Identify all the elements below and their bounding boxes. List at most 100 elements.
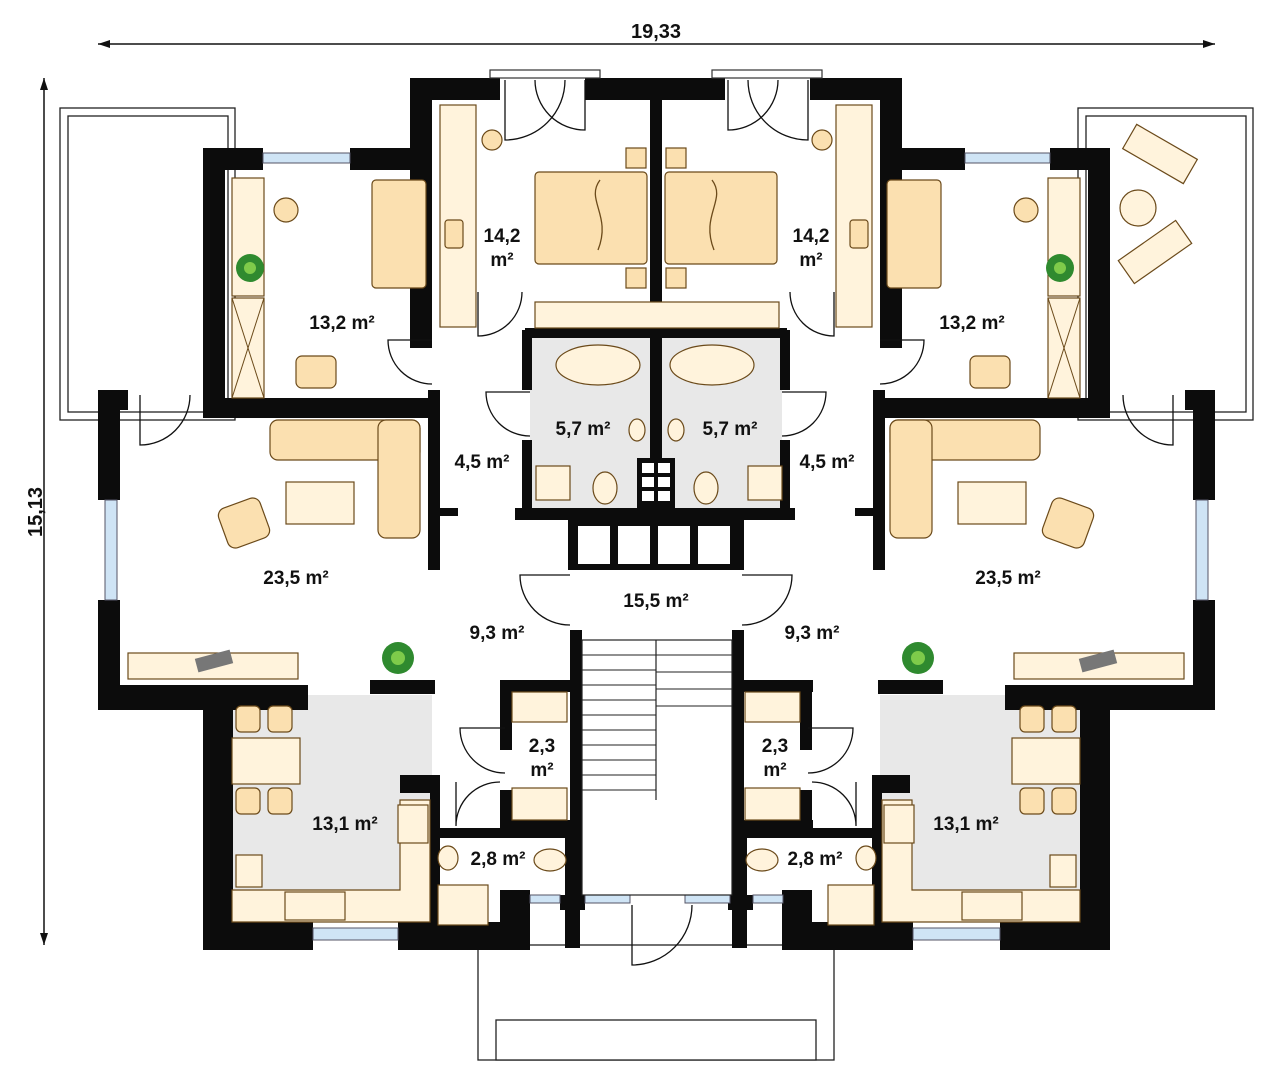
height-label: 15,13 xyxy=(25,487,47,537)
armchair-bedroom-right xyxy=(969,355,1011,389)
label-wc-left: 2,8 m² xyxy=(471,849,526,870)
armchair-living-left xyxy=(217,497,271,549)
sunbed-bottom xyxy=(1117,219,1193,285)
washer-right xyxy=(747,465,783,501)
stool-bedroom-left xyxy=(273,197,299,223)
chair-left-3 xyxy=(235,787,261,815)
walls xyxy=(98,78,1215,950)
label-kitchen-left: 13,1 m² xyxy=(312,814,377,835)
bed-right xyxy=(886,179,942,289)
label-master-left-unit: m² xyxy=(490,250,513,271)
sink-kitchen-right xyxy=(961,891,1023,921)
dimension-height: 15,13 xyxy=(25,78,48,945)
shower-wc-right xyxy=(827,884,875,926)
counter-right xyxy=(881,799,1081,923)
sink-bath-left xyxy=(628,418,646,442)
dresser-master xyxy=(534,301,780,329)
counter-left xyxy=(231,799,431,923)
width-label: 19,33 xyxy=(631,21,681,43)
bathtub-right xyxy=(669,344,755,386)
label-bedroom-left: 13,2 m² xyxy=(309,313,374,334)
label-bedroom-right: 13,2 m² xyxy=(939,313,1004,334)
label-bath-left: 5,7 m² xyxy=(556,419,611,440)
toilet-wc-left xyxy=(533,848,567,872)
label-bath-right: 5,7 m² xyxy=(703,419,758,440)
stool-master-left xyxy=(481,129,503,151)
chair-left-2 xyxy=(267,705,293,733)
label-stair-hall: 15,5 m² xyxy=(623,591,688,612)
bed-left xyxy=(371,179,427,289)
doors xyxy=(139,79,1174,966)
dining-table-right xyxy=(1011,737,1081,785)
stove-right xyxy=(883,804,915,844)
sofa-left xyxy=(269,419,421,539)
sofa-right xyxy=(889,419,1041,539)
label-living-left: 23,5 m² xyxy=(263,568,328,589)
storage-shelf-right-bottom xyxy=(744,787,801,821)
label-storage-left: 2,3 xyxy=(529,736,555,757)
storage-shelf-left-bottom xyxy=(511,787,568,821)
label-master-right-unit: m² xyxy=(799,250,822,271)
label-kitchen-right: 13,1 m² xyxy=(933,814,998,835)
label-hall-lower-right: 9,3 m² xyxy=(785,623,840,644)
armchair-bedroom-left xyxy=(295,355,337,389)
wardrobe-master-left xyxy=(439,104,477,328)
sink-bath-right xyxy=(667,418,685,442)
stool-master-right xyxy=(811,129,833,151)
tv-icon xyxy=(194,649,234,673)
label-storage-right: 2,3 xyxy=(762,736,788,757)
storage-shelf-left-top xyxy=(511,691,568,723)
toilet-wc-right xyxy=(745,848,779,872)
desk-chair-master-left xyxy=(444,219,464,249)
chair-right-1 xyxy=(1019,705,1045,733)
stool-bedroom-right xyxy=(1013,197,1039,223)
label-hall-lower-left: 9,3 m² xyxy=(470,623,525,644)
label-living-right: 23,5 m² xyxy=(975,568,1040,589)
fridge-left xyxy=(235,854,263,888)
chair-right-2 xyxy=(1051,705,1077,733)
bed-master-right xyxy=(664,147,778,289)
label-storage-right-unit: m² xyxy=(763,760,786,781)
toilet-bath-left xyxy=(592,471,618,505)
staircase xyxy=(581,639,733,896)
bed-master-left xyxy=(534,147,648,289)
chair-right-4 xyxy=(1051,787,1077,815)
tv-icon xyxy=(1078,649,1118,673)
chair-left-4 xyxy=(267,787,293,815)
room-labels: 14,2 m² 14,2 m² 13,2 m² 13,2 m² 5,7 m² 5… xyxy=(263,226,1040,870)
washer-left xyxy=(535,465,571,501)
toilet-bath-right xyxy=(693,471,719,505)
sink-kitchen-left xyxy=(284,891,346,921)
sink-wc-right xyxy=(855,845,877,871)
plant-icon xyxy=(1046,254,1074,282)
coffee-table-left xyxy=(285,481,355,525)
label-master-right: 14,2 xyxy=(793,226,830,247)
chair-right-3 xyxy=(1019,787,1045,815)
kitchen-left-floor xyxy=(232,695,432,890)
label-wc-right: 2,8 m² xyxy=(788,849,843,870)
shower-wc-left xyxy=(437,884,489,926)
stove-left xyxy=(397,804,429,844)
entrance-porch-step xyxy=(495,1019,817,1061)
label-hall-upper-left: 4,5 m² xyxy=(455,452,510,473)
sink-wc-left xyxy=(437,845,459,871)
coffee-table-right xyxy=(957,481,1027,525)
label-hall-upper-right: 4,5 m² xyxy=(800,452,855,473)
balcony-left-inner xyxy=(67,115,229,413)
kitchen-right-floor xyxy=(880,695,1080,890)
terrace-table xyxy=(1119,189,1157,227)
sunbed-top xyxy=(1121,123,1199,185)
bathtub-left xyxy=(555,344,641,386)
dining-table-left xyxy=(231,737,301,785)
label-master-left: 14,2 xyxy=(484,226,521,247)
fridge-right xyxy=(1049,854,1077,888)
plant-icon xyxy=(236,254,264,282)
desk-chair-master-right xyxy=(849,219,869,249)
storage-shelf-right-top xyxy=(744,691,801,723)
dimension-width: 19,33 xyxy=(98,21,1215,48)
plant-icon xyxy=(382,642,414,674)
armchair-living-right xyxy=(1041,497,1095,549)
wardrobe-master-right xyxy=(835,104,873,328)
label-storage-left-unit: m² xyxy=(530,760,553,781)
